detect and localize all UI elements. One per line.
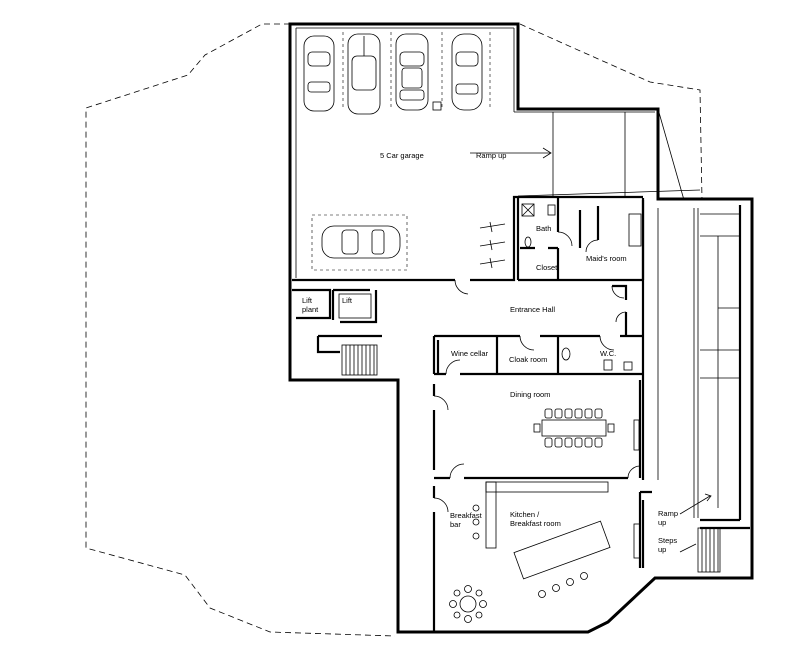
sink-icon xyxy=(547,204,556,216)
door-swing xyxy=(519,335,535,351)
door-swing xyxy=(611,285,625,299)
label-kitchen: Breakfast room xyxy=(510,519,561,528)
label-breakfast-bar: Breakfast xyxy=(450,511,483,520)
dining-table xyxy=(533,408,615,448)
staircase xyxy=(341,344,378,376)
label-closet: Closet xyxy=(536,263,558,272)
car xyxy=(347,33,381,115)
lift-car xyxy=(338,293,372,319)
shower-icon xyxy=(521,203,535,217)
label-maids-room: Maid's room xyxy=(586,254,627,263)
label-breakfast-bar: bar xyxy=(450,520,461,529)
bar-stools xyxy=(472,504,588,598)
label-ramp-up-side: up xyxy=(658,518,666,527)
door-swing xyxy=(449,463,465,479)
ramp-corridor-wall xyxy=(641,200,750,568)
ramp-diagonal xyxy=(657,108,685,201)
label-lift-plant: Lift xyxy=(302,296,313,305)
label-steps-up: Steps xyxy=(658,536,677,545)
door-swing xyxy=(454,279,469,295)
label-cloak-room: Cloak room xyxy=(509,355,547,364)
lift-walls xyxy=(292,288,378,324)
car xyxy=(451,33,483,111)
dining-walls xyxy=(432,380,642,632)
label-kitchen: Kitchen / xyxy=(510,510,540,519)
label-ramp-up: Ramp up xyxy=(476,151,506,160)
breakfast-table xyxy=(449,585,487,623)
car xyxy=(395,33,429,111)
ramp-arrow-head xyxy=(704,493,712,502)
label-lift: Lift xyxy=(342,296,353,305)
parking-bay-lines xyxy=(311,32,491,271)
ramp-edge xyxy=(517,189,701,197)
label-lift-plant: plant xyxy=(302,305,319,314)
cellar-row-walls xyxy=(432,334,643,376)
toilet-icon xyxy=(524,236,532,248)
label-garage: 5 Car garage xyxy=(380,151,424,160)
wardrobe xyxy=(628,213,642,247)
door-swing xyxy=(627,465,641,479)
toilet-icon xyxy=(603,359,613,371)
door-swing xyxy=(433,395,449,411)
door-swing xyxy=(585,239,599,253)
site-boundary xyxy=(85,23,703,637)
wc-sink-icon xyxy=(561,347,571,361)
label-steps-up: up xyxy=(658,545,666,554)
garage-wall xyxy=(292,195,643,282)
kitchen-counter xyxy=(485,481,611,580)
label-ramp-up-side: Ramp xyxy=(658,509,678,518)
sideboard xyxy=(633,419,640,451)
label-wine-cellar: Wine cellar xyxy=(451,349,489,358)
door-swing xyxy=(599,335,615,351)
motorbike-icon xyxy=(479,221,506,269)
column xyxy=(432,101,442,111)
steps-up xyxy=(679,527,721,573)
hall-walls xyxy=(612,284,628,336)
door-swing xyxy=(445,359,461,375)
label-entrance-hall: Entrance Hall xyxy=(510,305,555,314)
kitchen-cabinet xyxy=(633,523,641,559)
door-swing xyxy=(433,497,449,513)
label-dining-room: Dining room xyxy=(510,390,550,399)
ramp-arrow xyxy=(679,495,711,515)
car xyxy=(303,35,335,112)
label-bath: Bath xyxy=(536,224,551,233)
car xyxy=(321,225,401,259)
outer-wall xyxy=(288,22,754,634)
stair-wall xyxy=(316,334,382,354)
door-swing xyxy=(615,311,627,323)
door-swing xyxy=(557,231,573,247)
kitchen-side-wall xyxy=(638,490,652,568)
label-wc: W.C. xyxy=(600,349,616,358)
wc-cabinet xyxy=(623,361,633,371)
ramp-arrow-head xyxy=(542,147,552,159)
